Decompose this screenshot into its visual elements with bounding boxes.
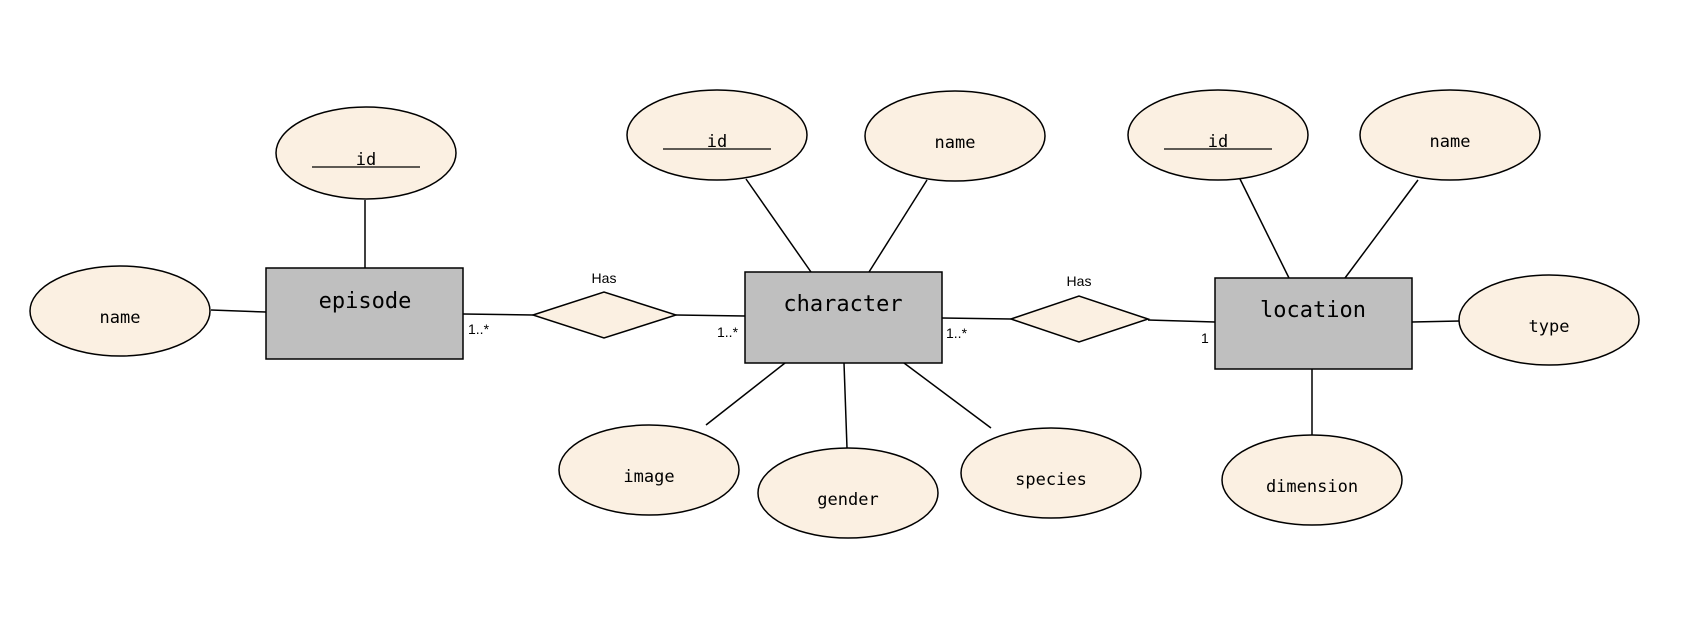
attribute-character-species-label: species — [1015, 470, 1087, 490]
attribute-episode-name: name — [29, 265, 211, 357]
attribute-location-id: id — [1127, 89, 1309, 181]
relationship-episode-character-label: Has — [592, 270, 617, 286]
attribute-episode-id-label: id — [356, 150, 376, 170]
edge-episode-has1 — [462, 313, 534, 316]
edge-character-id — [745, 178, 812, 273]
edge-location-type — [1411, 320, 1461, 323]
edge-character-species — [903, 362, 992, 429]
attribute-character-species: species — [960, 427, 1142, 519]
attribute-character-name-label: name — [935, 133, 976, 153]
attribute-character-id-label: id — [707, 132, 727, 152]
relationship-character-location: Has — [1008, 273, 1151, 343]
edge-character-gender — [843, 362, 848, 449]
attribute-location-dimension-label: dimension — [1266, 477, 1358, 497]
attribute-episode-id: id — [275, 106, 457, 200]
relationship-character-location-label: Has — [1067, 273, 1092, 289]
cardinality-character-left: 1..* — [717, 324, 739, 340]
edge-location-id — [1239, 178, 1290, 279]
entity-location: location — [1214, 277, 1413, 370]
edge-has2-location — [1147, 319, 1216, 323]
entity-character-label: character — [783, 292, 902, 317]
edge-character-image — [705, 362, 786, 426]
entity-location-label: location — [1260, 298, 1366, 323]
attribute-location-name-label: name — [1430, 132, 1471, 152]
edge-has1-character — [675, 314, 746, 317]
edge-episode-name — [210, 309, 267, 313]
edge-character-has2 — [941, 317, 1012, 320]
attribute-location-name: name — [1359, 89, 1541, 181]
edge-character-name — [868, 179, 928, 273]
attribute-character-gender-label: gender — [817, 490, 878, 510]
attribute-location-id-label: id — [1208, 132, 1228, 152]
entity-character: character — [744, 271, 943, 364]
attribute-character-gender: gender — [757, 447, 939, 539]
attribute-episode-name-label: name — [100, 308, 141, 328]
cardinality-character-right: 1..* — [946, 325, 968, 341]
cardinality-location: 1 — [1201, 330, 1209, 346]
attribute-character-image-label: image — [623, 467, 674, 487]
attribute-character-name: name — [864, 90, 1046, 182]
entity-episode-label: episode — [319, 289, 412, 314]
attribute-location-type-label: type — [1529, 317, 1570, 337]
edge-location-name — [1344, 179, 1419, 279]
entity-episode: episode — [265, 267, 464, 360]
cardinality-episode: 1..* — [468, 321, 490, 337]
attribute-character-image: image — [558, 424, 740, 516]
attribute-location-dimension: dimension — [1221, 434, 1403, 526]
edges — [210, 178, 1461, 449]
attribute-character-id: id — [626, 89, 808, 181]
relationship-episode-character: Has — [530, 270, 679, 339]
attribute-location-type: type — [1458, 274, 1640, 366]
